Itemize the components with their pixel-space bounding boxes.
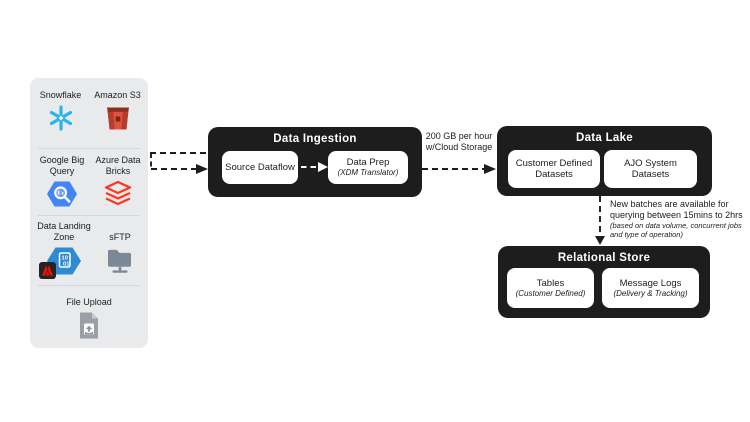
data-landing-zone-icon: 10 01 xyxy=(39,246,82,279)
svg-text:01: 01 xyxy=(63,262,70,268)
node-sublabel: (Delivery & Tracking) xyxy=(613,288,688,298)
source-label: File Upload xyxy=(66,296,112,307)
node-label: Source Dataflow xyxy=(225,162,295,173)
source-label: Azure Data Bricks xyxy=(95,155,141,176)
adobe-logo-icon xyxy=(39,262,56,279)
source-label: sFTP xyxy=(109,231,131,242)
source-label: Amazon S3 xyxy=(94,89,141,100)
source-data-landing-zone: Data Landing Zone 10 01 xyxy=(32,221,96,279)
arrowhead xyxy=(196,164,208,174)
sidebar-divider xyxy=(38,285,140,286)
batch-note-text: New batches are available for querying b… xyxy=(610,199,743,220)
source-file-upload: File Upload xyxy=(32,296,146,340)
node-source-dataflow: Source Dataflow xyxy=(222,151,298,184)
source-azure-data-bricks: Azure Data Bricks xyxy=(90,155,146,207)
arrowhead xyxy=(484,164,496,174)
node-label: Message Logs xyxy=(619,277,682,289)
source-label: Google Big Query xyxy=(39,155,85,176)
node-ajo-system-datasets: AJO System Datasets xyxy=(604,150,697,188)
sftp-icon xyxy=(105,246,135,274)
data-lake-container: Data Lake Customer Defined Datasets AJO … xyxy=(497,126,712,196)
node-label: Tables xyxy=(536,277,565,289)
throughput-line1: 200 GB per hour xyxy=(425,131,493,141)
relational-store-title: Relational Store xyxy=(557,252,651,264)
source-snowflake: Snowflake xyxy=(32,89,89,132)
bigquery-icon xyxy=(47,180,77,208)
node-sublabel: (XDM Translator) xyxy=(337,168,399,178)
data-lake-title: Data Lake xyxy=(575,132,634,144)
source-label: Data Landing Zone xyxy=(37,221,91,242)
source-sftp: sFTP xyxy=(94,221,146,274)
data-ingestion-title: Data Ingestion xyxy=(273,133,357,145)
node-sublabel: (Customer Defined) xyxy=(515,288,586,298)
relational-store-container: Relational Store Tables (Customer Define… xyxy=(498,246,710,318)
node-data-prep: Data Prep (XDM Translator) xyxy=(328,151,408,184)
file-upload-icon xyxy=(77,311,101,340)
batch-availability-note: New batches are available for querying b… xyxy=(610,199,748,239)
batch-note-detail: (based on data volume, concurrent jobs a… xyxy=(610,221,742,239)
databricks-icon xyxy=(103,180,133,207)
source-amazon-s3: Amazon S3 xyxy=(89,89,146,133)
source-google-big-query: Google Big Query xyxy=(34,155,90,208)
throughput-line2: w/Cloud Storage xyxy=(425,142,493,152)
node-label: Customer Defined Datasets xyxy=(515,158,593,180)
arrowhead xyxy=(595,236,605,245)
node-customer-defined-datasets: Customer Defined Datasets xyxy=(508,150,600,188)
node-label: AJO System Datasets xyxy=(624,158,677,180)
node-message-logs: Message Logs (Delivery & Tracking) xyxy=(602,268,699,308)
sidebar-divider xyxy=(38,215,140,216)
sidebar-divider xyxy=(38,148,140,149)
amazon-s3-icon xyxy=(105,104,131,133)
data-ingestion-container: Data Ingestion Source Dataflow Data Prep… xyxy=(208,127,422,197)
snowflake-icon xyxy=(47,104,75,132)
node-tables: Tables (Customer Defined) xyxy=(507,268,594,308)
node-label: Data Prep xyxy=(346,157,390,169)
source-label: Snowflake xyxy=(39,89,82,100)
throughput-label: 200 GB per hour w/Cloud Storage xyxy=(419,131,499,153)
svg-text:10: 10 xyxy=(62,256,68,262)
